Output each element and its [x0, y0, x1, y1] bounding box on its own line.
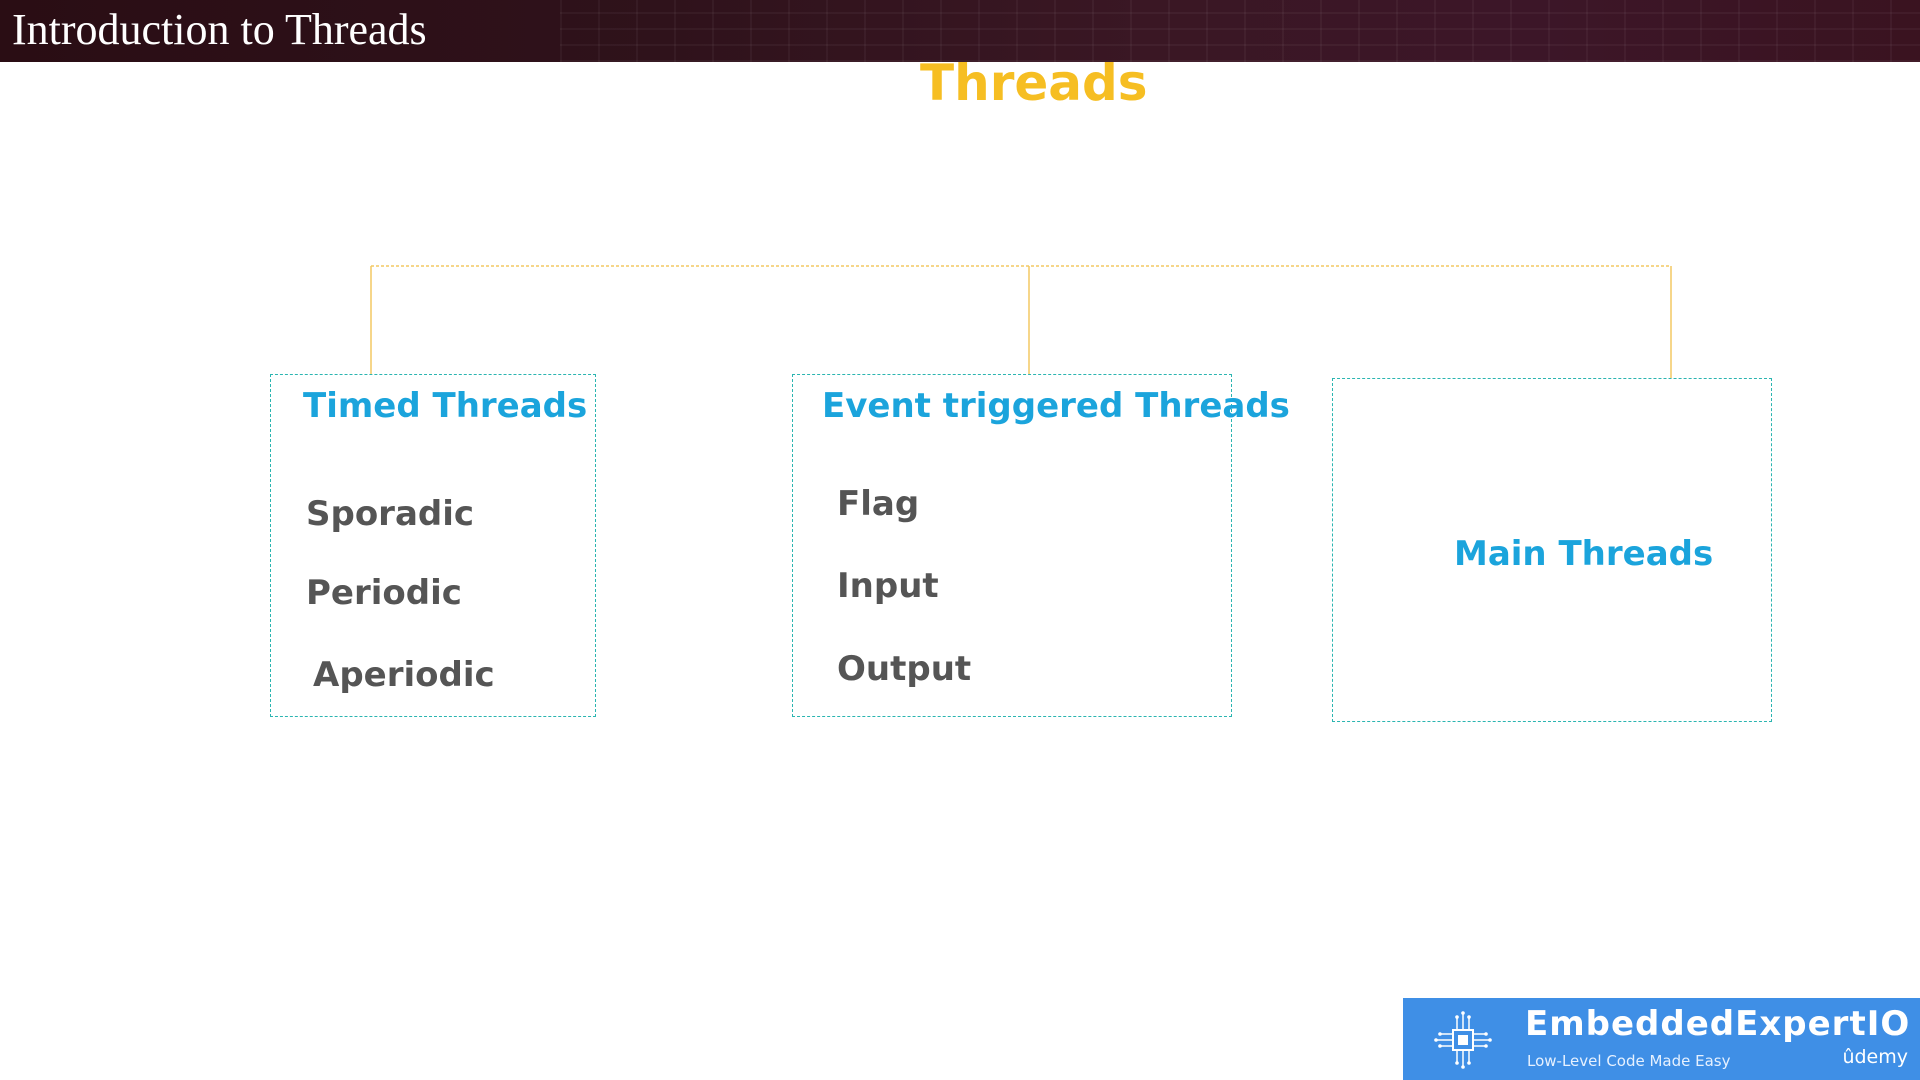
main-threads-heading: Main Threads — [1454, 534, 1714, 574]
platform-watermark: ûdemy — [1842, 1046, 1908, 1068]
event-item-input: Input — [837, 566, 939, 606]
chip-icon — [1434, 1011, 1492, 1069]
timed-threads-heading: Timed Threads — [303, 386, 588, 426]
brand-name: EmbeddedExpertIO — [1525, 1004, 1911, 1044]
event-item-flag: Flag — [837, 484, 920, 524]
slide-title: Threads — [920, 54, 1148, 112]
brand-tagline: Low-Level Code Made Easy — [1527, 1052, 1731, 1070]
timed-item-aperiodic: Aperiodic — [313, 655, 495, 695]
header-background-pattern — [560, 0, 1920, 62]
branding-logo-panel: EmbeddedExpertIO Low-Level Code Made Eas… — [1403, 998, 1920, 1080]
event-item-output: Output — [837, 649, 972, 689]
timed-item-sporadic: Sporadic — [306, 494, 475, 534]
event-threads-heading: Event triggered Threads — [822, 386, 1290, 426]
lesson-title: Introduction to Threads — [12, 5, 427, 54]
main-threads-box — [1332, 378, 1772, 722]
header-band: Introduction to Threads — [0, 0, 1920, 62]
timed-item-periodic: Periodic — [306, 573, 462, 613]
event-threads-box — [792, 374, 1232, 717]
timed-threads-box — [270, 374, 596, 717]
